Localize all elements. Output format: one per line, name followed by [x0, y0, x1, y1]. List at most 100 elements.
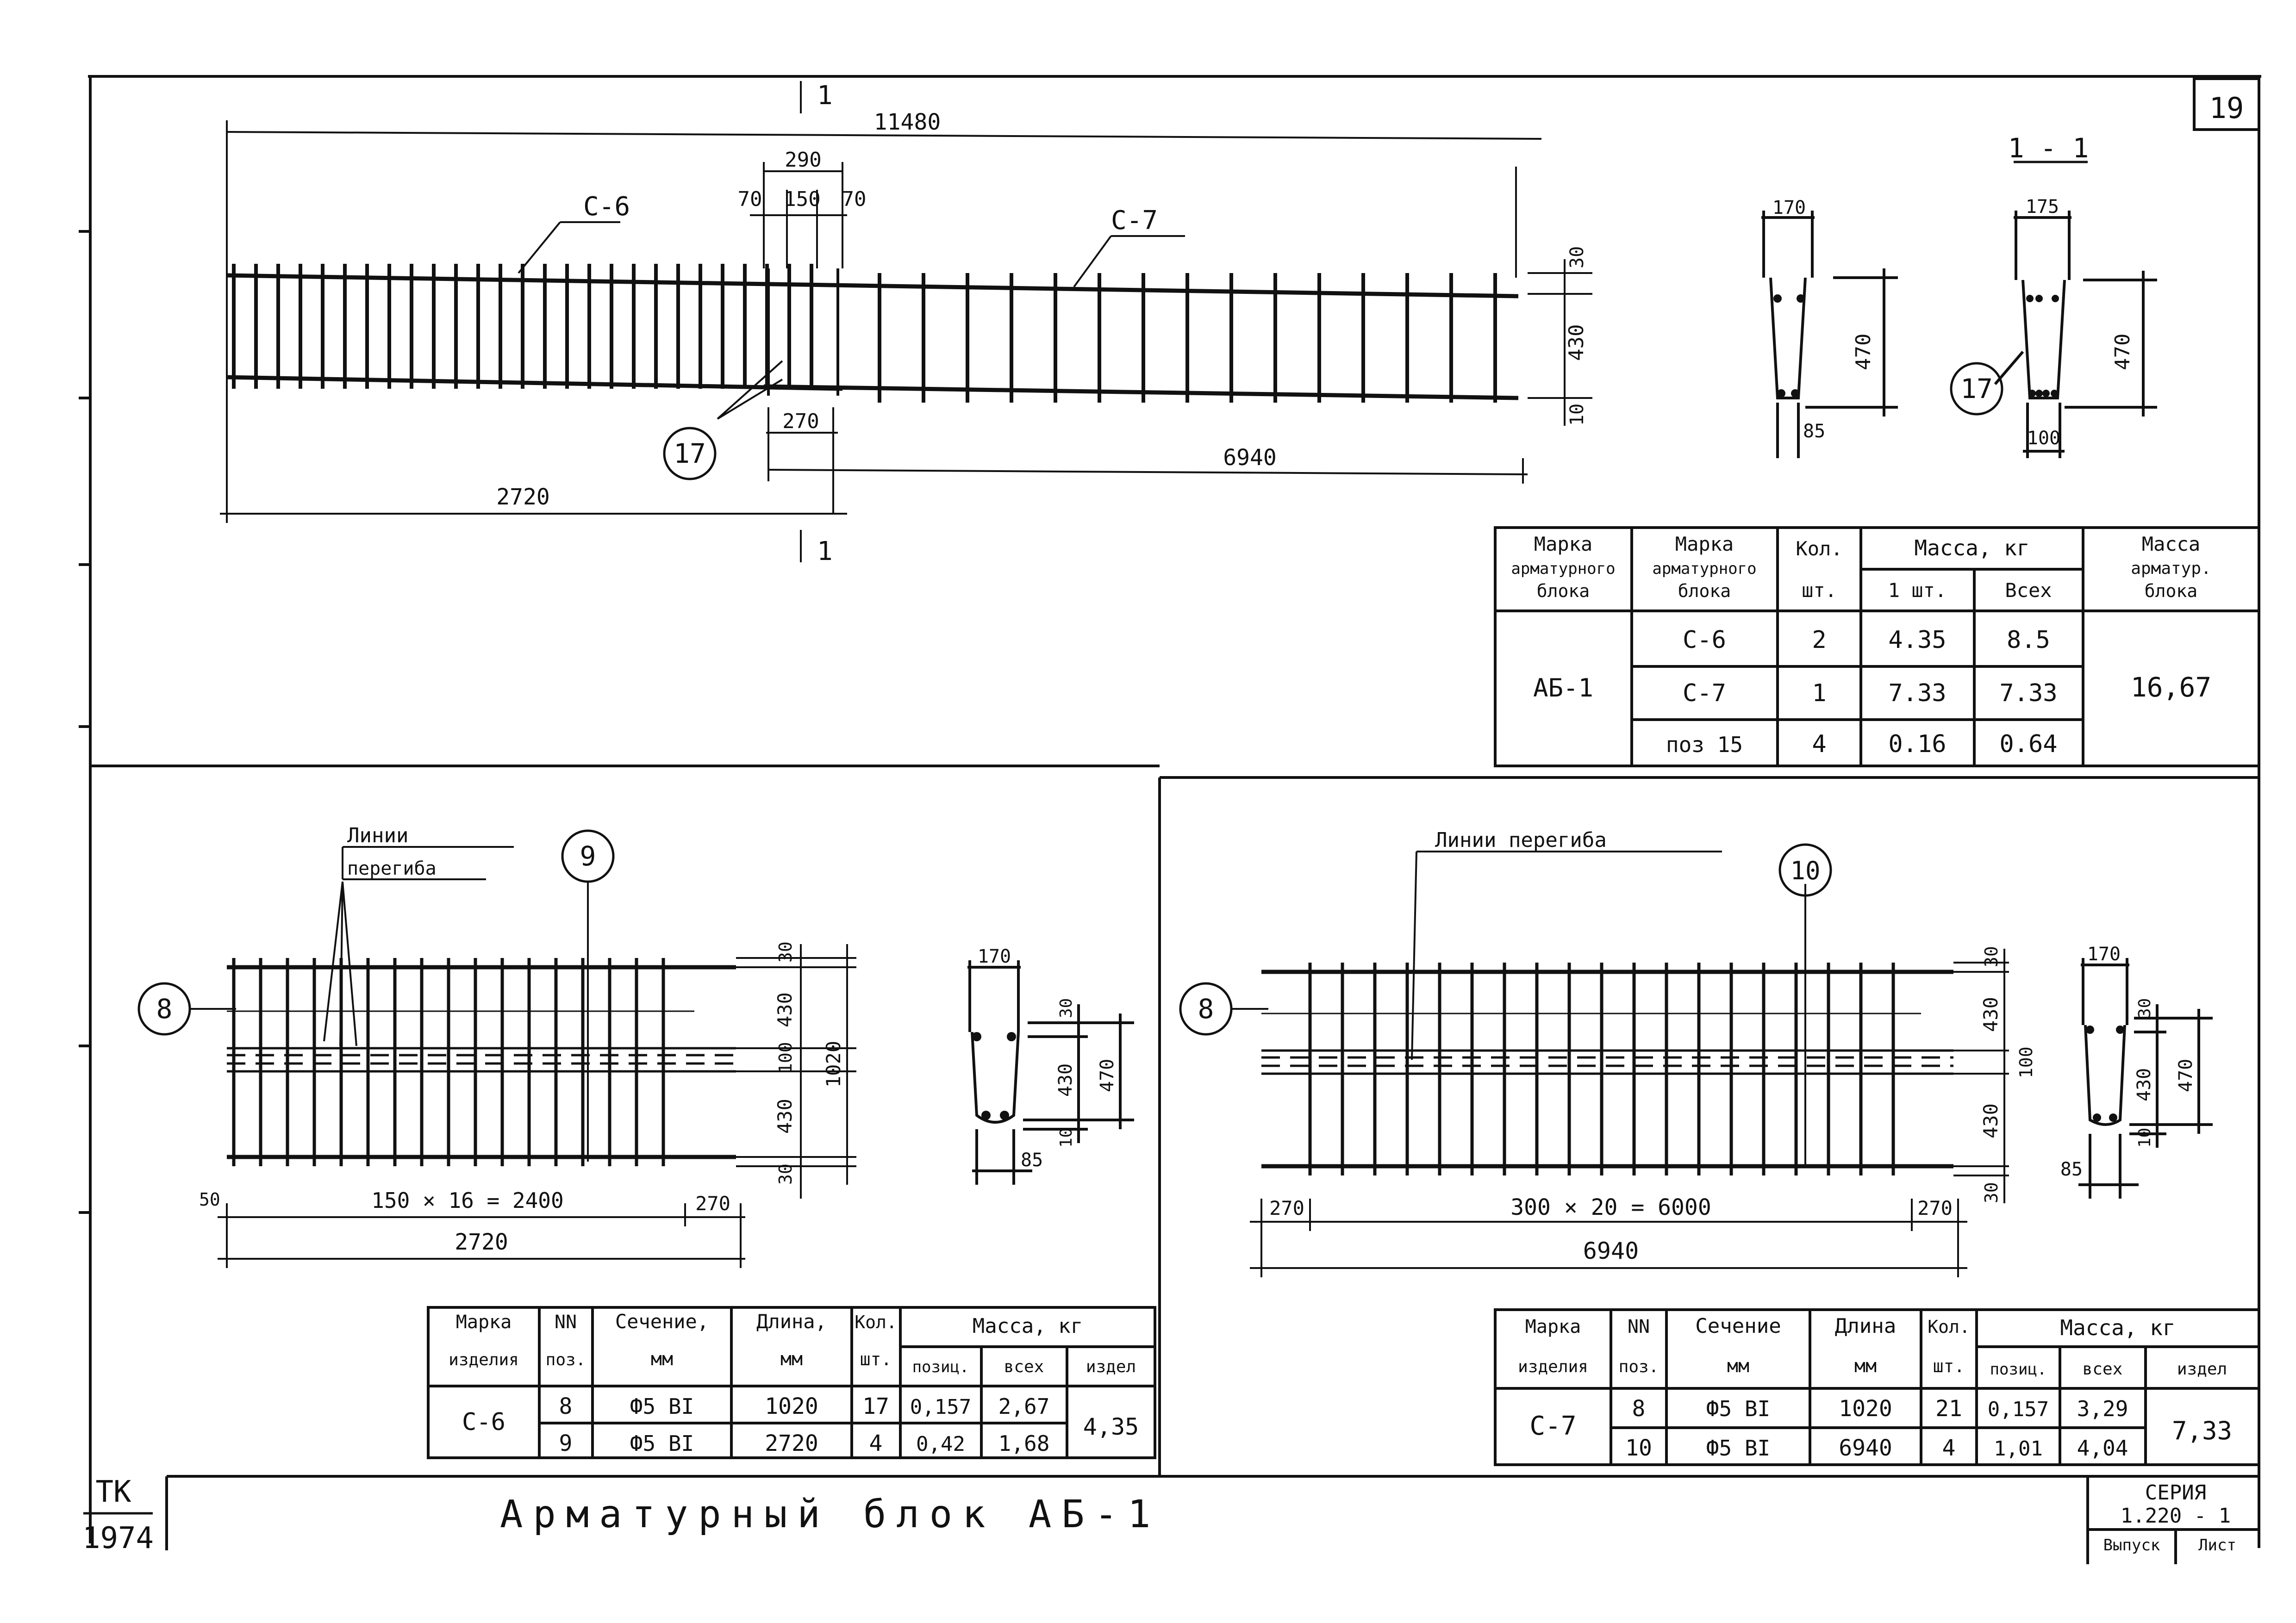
bt-h-total-2: арматур. [2131, 559, 2211, 578]
c6t-h-mark-2: изделия [449, 1350, 519, 1369]
c7t-h-len-2: мм [1854, 1356, 1877, 1377]
sec-left-h: 470 [1852, 334, 1875, 370]
c7-bend: Линии перегиба [1435, 828, 1607, 852]
c7t-h-mark-2: изделия [1518, 1357, 1588, 1376]
c6t-r1-mpos: 0,157 [910, 1395, 971, 1419]
c7t-r2-sec: Ф5 ВI [1706, 1436, 1770, 1461]
c7-d30a: 30 [1981, 946, 2002, 967]
c6t-r2-len: 2720 [765, 1430, 818, 1456]
c6t-r1-pos: 8 [559, 1393, 573, 1419]
bt-h-all: Всех [2005, 579, 2052, 602]
top-dim-270: 270 [782, 410, 819, 433]
c6-d430b: 430 [774, 1099, 796, 1134]
top-section-mark-upper: 1 [817, 81, 833, 111]
bt-total: 16,67 [2131, 672, 2212, 703]
c7t-h-mark-1: Марка [1525, 1316, 1581, 1337]
bt-h-total-3: блока [2145, 581, 2197, 601]
c6t-h-mall: всех [1004, 1357, 1044, 1376]
c7t-h-mall: всех [2083, 1360, 2123, 1379]
c6-sec-w-bot: 85 [1021, 1150, 1043, 1171]
c6t-mark: С-6 [462, 1408, 505, 1436]
c7t-total: 7,33 [2172, 1416, 2232, 1445]
bt-r1-one: 4.35 [1888, 626, 1946, 654]
sec-right-pos: 17 [1960, 373, 1993, 404]
bt-h-block-3: блока [1537, 581, 1590, 601]
top-dim-2720: 2720 [496, 484, 550, 510]
top-dim-430: 430 [1565, 324, 1588, 361]
c6-sec-d470: 470 [1097, 1059, 1118, 1092]
bt-block-mark: АБ-1 [1533, 673, 1593, 703]
c6t-r1-len: 1020 [765, 1393, 818, 1419]
c7-pos-10: 10 [1790, 856, 1820, 885]
c6t-r2-sec: Ф5 ВI [630, 1431, 694, 1456]
top-dim-total: 11480 [874, 109, 941, 135]
bt-r3-count: 4 [1812, 730, 1826, 758]
c6t-h-count-2: шт. [860, 1349, 892, 1369]
c6-sec-d30: 30 [1057, 998, 1076, 1018]
c7t-r1-count: 21 [1935, 1396, 1962, 1422]
c6-d270: 270 [695, 1192, 730, 1215]
c7-d430b: 430 [1979, 1103, 2002, 1138]
c7-sec-d470: 470 [2175, 1059, 2196, 1092]
c6t-r2-count: 4 [869, 1430, 883, 1456]
top-dim-10: 10 [1566, 404, 1588, 426]
c6t-r2-mall: 1,68 [998, 1431, 1050, 1456]
c7t-h-mass: Масса, кг [2060, 1315, 2175, 1340]
c7t-r2-count: 4 [1942, 1435, 1956, 1461]
c7-sec-d10: 10 [2135, 1128, 2154, 1148]
c7t-h-pos-2: поз. [1619, 1357, 1659, 1376]
c6-drawing: 9 8 Линии перегиба 30 430 100 430 30 102… [137, 824, 1134, 1268]
c6-bend-2: перегиба [347, 858, 437, 879]
top-cage-drawing: 17 С-6 С-7 1 1 11480 290 70 150 70 270 6… [220, 81, 2157, 566]
top-mark-c7: С-7 [1111, 205, 1158, 236]
c7-d270b: 270 [1917, 1197, 1953, 1219]
c6-bend-1: Линии [347, 824, 408, 847]
sec-left-w-top: 170 [1772, 197, 1806, 218]
bt-r2-all: 7.33 [1999, 679, 2057, 707]
issue-label: Выпуск [2103, 1536, 2160, 1555]
c6t-total: 4,35 [1083, 1413, 1139, 1440]
bt-h-part-3: блока [1678, 581, 1731, 601]
c7-spacing: 300 × 20 = 6000 [1510, 1194, 1711, 1220]
c7-table: Марка изделия NN поз. Сечение мм Длина м… [1494, 1308, 2260, 1466]
bt-h-block-1: Марка [1534, 533, 1592, 555]
c7t-h-count-1: Кол. [1928, 1317, 1970, 1337]
bt-h-part-1: Марка [1675, 533, 1734, 555]
c6-d50: 50 [199, 1189, 220, 1210]
sheet-label: Лист [2198, 1536, 2236, 1555]
c7-sec-w-bot: 85 [2060, 1159, 2083, 1180]
c6-pos-8: 8 [156, 993, 173, 1025]
bt-h-mass: Масса, кг [1914, 535, 2029, 560]
c6-table: Марка изделия NN поз. Сечение, мм Длина,… [427, 1306, 1156, 1459]
c7t-r2-mpos: 1,01 [1994, 1437, 2043, 1461]
top-pos-17: 17 [674, 438, 706, 469]
top-section-mark-lower: 1 [817, 536, 833, 566]
c7-sec-d30: 30 [2135, 998, 2154, 1018]
c6-d430a: 430 [774, 992, 796, 1027]
bt-h-block-2: арматурного [1511, 560, 1615, 578]
sec-right-w-top: 175 [2026, 196, 2059, 218]
top-dim-6940: 6940 [1223, 445, 1277, 471]
c7t-h-mpos: позиц. [1990, 1360, 2047, 1379]
c7t-h-sec-1: Сечение [1695, 1314, 1781, 1338]
c6-sec-w-top: 170 [978, 946, 1011, 967]
c6t-h-sec-2: мм [651, 1349, 673, 1370]
sec-right-h: 470 [2111, 334, 2134, 370]
c7t-h-len-1: Длина [1835, 1314, 1896, 1338]
c6-pos-9: 9 [580, 840, 596, 872]
bt-r3-all: 0.64 [1999, 730, 2057, 758]
c6t-h-count-1: Кол. [855, 1312, 897, 1332]
c7t-r1-len: 1020 [1839, 1396, 1892, 1422]
c6-d1020: 1020 [822, 1041, 845, 1088]
top-dim-150: 150 [784, 187, 820, 211]
bt-r1-part: С-6 [1683, 626, 1726, 654]
c7t-mark: С-7 [1529, 1411, 1576, 1441]
c7t-r1-pos: 8 [1632, 1396, 1646, 1422]
sec-right-w-bot: 100 [2027, 428, 2060, 449]
bt-h-count-1: Кол. [1796, 537, 1842, 560]
bt-r3-one: 0.16 [1888, 730, 1946, 758]
c6t-h-mark-1: Марка [456, 1312, 512, 1333]
bt-r3-part: поз 15 [1666, 732, 1743, 757]
stamp-year: 1974 [82, 1521, 154, 1555]
